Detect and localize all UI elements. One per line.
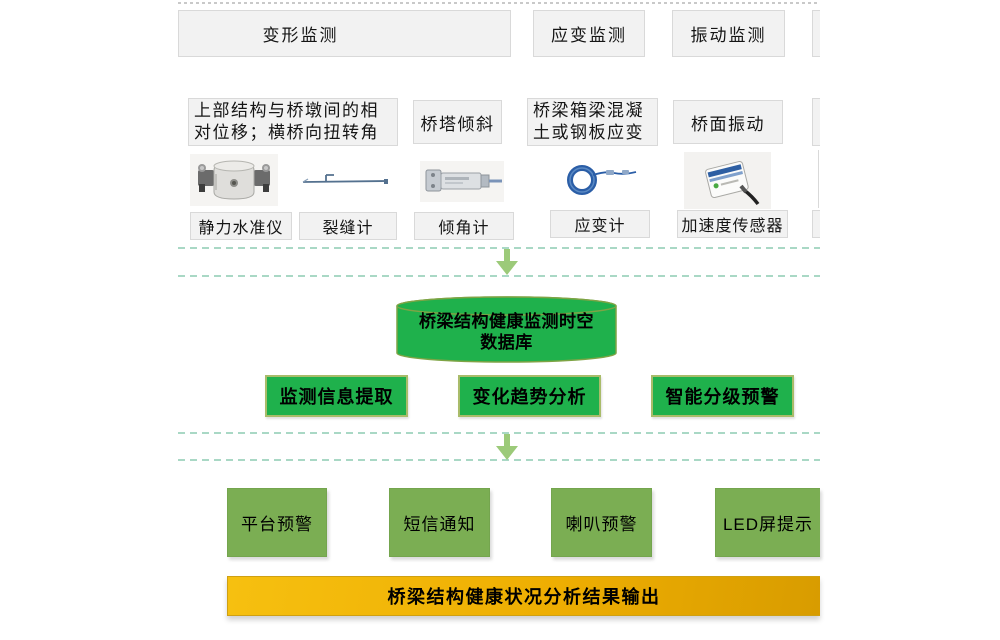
database-label-line2: 数据库 (480, 333, 533, 353)
sensor-label: 倾角计 (438, 220, 490, 237)
header-label: 变形监测 (262, 26, 339, 45)
dashed-separator-line (178, 459, 820, 461)
sensor-label: 裂缝计 (322, 220, 374, 237)
header-deformation-monitoring: 变形监测 (178, 10, 511, 57)
alert-channel-label: LED屏提示 (722, 515, 814, 534)
description-girder-strain: 桥梁箱梁混凝土或钢板应变 (527, 98, 658, 146)
sensor-label-inclinometer: 倾角计 (414, 212, 514, 240)
alert-channel-horn-warning: 喇叭预警 (551, 488, 652, 557)
down-arrow-icon (496, 434, 518, 460)
alert-channel-led-screen: LED屏提示 (715, 488, 820, 557)
crack-meter-image (300, 168, 390, 197)
header-label: 应变监测 (551, 26, 627, 45)
alert-channel-label: 平台预警 (241, 515, 313, 534)
sensor-label: 应变计 (574, 218, 626, 235)
header-clipped-column (812, 10, 820, 57)
header-label: 振动监测 (690, 26, 767, 45)
output-result-bar: 桥梁结构健康状况分析结果输出 (227, 576, 820, 616)
sensor-label-strain-gauge: 应变计 (550, 210, 650, 238)
cylinder-shape-icon (396, 296, 617, 363)
static-level-gauge-image (190, 154, 278, 211)
sensor-label-clipped-column (812, 210, 820, 238)
description-tower-tilt: 桥塔倾斜 (413, 100, 502, 144)
description-deck-vibration: 桥面振动 (673, 100, 783, 144)
analysis-step-info-extraction: 监测信息提取 (265, 375, 408, 417)
description-text: 桥塔倾斜 (420, 114, 495, 134)
dashed-separator-line (178, 432, 820, 434)
analysis-step-smart-warning: 智能分级预警 (651, 375, 794, 417)
description-text: 桥面振动 (691, 114, 765, 134)
database-label: 桥梁结构健康监测时空 数据库 (396, 311, 617, 354)
database-cylinder: 桥梁结构健康监测时空 数据库 (396, 296, 617, 363)
analysis-step-trend-analysis: 变化趋势分析 (458, 375, 601, 417)
top-dotted-border (178, 2, 820, 4)
clipped-sensor-image-edge (818, 150, 819, 208)
description-relative-displacement: 上部结构与桥墩间的相对位移；横桥向扭转角 (188, 98, 398, 146)
header-strain-monitoring: 应变监测 (533, 10, 645, 57)
sensor-label-accelerometer: 加速度传感器 (677, 210, 788, 238)
database-label-line1: 桥梁结构健康监测时空 (419, 312, 594, 331)
alert-channel-label: 短信通知 (403, 515, 476, 534)
analysis-step-label: 监测信息提取 (279, 387, 394, 407)
down-arrow-icon (496, 249, 518, 275)
analysis-step-label: 智能分级预警 (665, 387, 780, 407)
strain-gauge-image (562, 159, 640, 204)
header-vibration-monitoring: 振动监测 (672, 10, 785, 57)
alert-channel-label: 喇叭预警 (565, 515, 638, 534)
accelerometer-image (684, 152, 771, 214)
description-text: 桥梁箱梁混凝土或钢板应变 (533, 101, 644, 142)
alert-channel-platform-warning: 平台预警 (227, 488, 327, 557)
output-result-label: 桥梁结构健康状况分析结果输出 (387, 587, 661, 607)
inclinometer-image (420, 161, 504, 207)
alert-channel-sms-notification: 短信通知 (389, 488, 490, 557)
sensor-label: 加速度传感器 (681, 218, 784, 235)
analysis-step-label: 变化趋势分析 (472, 387, 587, 407)
description-clipped-column (812, 98, 820, 146)
dashed-separator-line (178, 275, 820, 277)
sensor-label: 静力水准仪 (198, 220, 284, 237)
dashed-separator-line (178, 247, 820, 249)
description-text: 上部结构与桥墩间的相对位移；横桥向扭转角 (194, 101, 379, 142)
sensor-label-crack-meter: 裂缝计 (299, 212, 397, 240)
sensor-label-static-level-gauge: 静力水准仪 (190, 212, 292, 240)
